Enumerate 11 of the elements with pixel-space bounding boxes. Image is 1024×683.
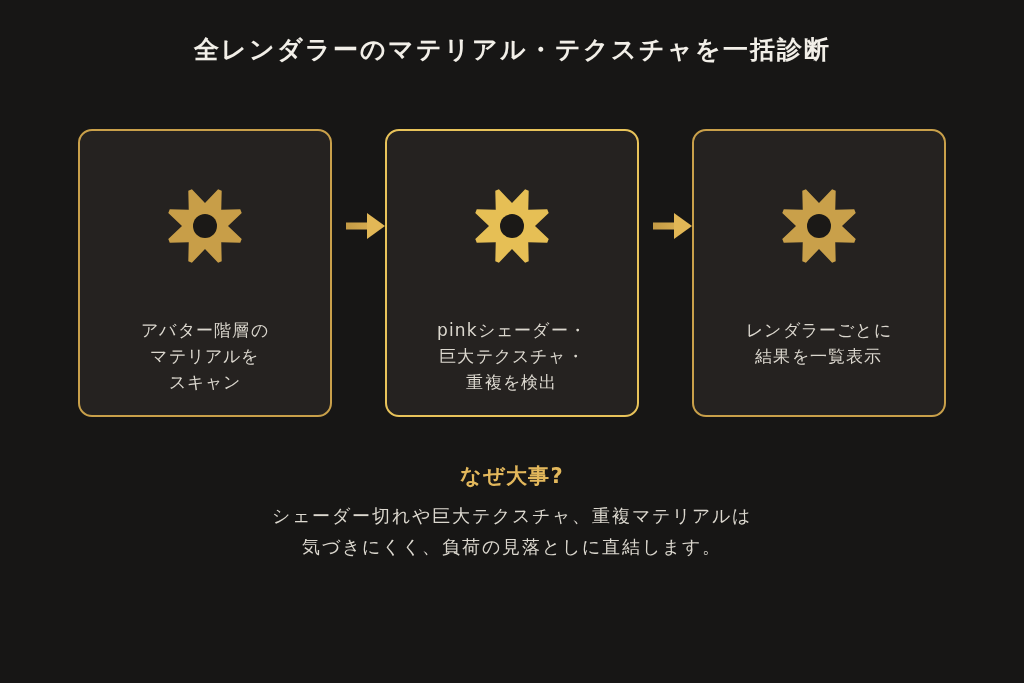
body-text: シェーダー切れや巨大テクスチャ、重複マテリアルは気づきにくく、負荷の見落としに直結します。 — [271, 504, 753, 559]
diagram-title: 全レンダラーのマテリアル・テクスチャを一括診断 — [193, 34, 831, 66]
process-box — [78, 129, 332, 417]
process-box — [692, 129, 946, 417]
arrow — [653, 213, 692, 239]
step-text: pinkシェーダー・巨大テクスチャ・重複を検出 — [435, 319, 589, 394]
section-heading: なぜ大事? — [459, 463, 565, 490]
arrow — [346, 213, 385, 239]
process-box — [385, 129, 639, 417]
step-text: アバター階層のマテリアルをスキャン — [140, 319, 270, 394]
step-text: レンダラーごとに結果を一覧表示 — [745, 319, 893, 368]
